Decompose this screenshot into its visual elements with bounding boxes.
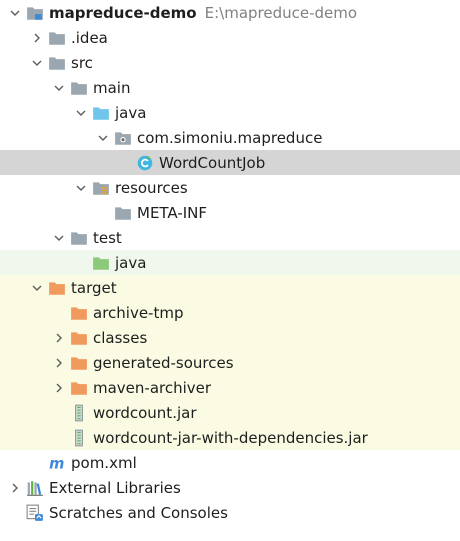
- folder-icon: [48, 54, 66, 72]
- tree-node-root[interactable]: mapreduce-demo E:\mapreduce-demo: [0, 0, 460, 25]
- chevron-down-icon[interactable]: [96, 131, 110, 145]
- tree-node-java-test[interactable]: java: [0, 250, 460, 275]
- tree-node-label: java: [115, 103, 147, 122]
- tree-node-resources[interactable]: resources: [0, 175, 460, 200]
- scratches-icon: [26, 504, 44, 522]
- tree-node-wordcount-jar-deps[interactable]: wordcount-jar-with-dependencies.jar: [0, 425, 460, 450]
- tree-node-label: WordCountJob: [159, 153, 266, 172]
- test-folder-icon: [92, 254, 110, 272]
- tree-node-scratches[interactable]: Scratches and Consoles: [0, 500, 460, 525]
- java-class-icon: [136, 154, 154, 172]
- jar-icon: [70, 404, 88, 422]
- tree-node-label: com.simoniu.mapreduce: [137, 128, 323, 147]
- tree-node-label: Scratches and Consoles: [49, 503, 228, 522]
- excluded-folder-icon: [70, 329, 88, 347]
- tree-node-meta-inf[interactable]: META-INF: [0, 200, 460, 225]
- chevron-down-icon[interactable]: [8, 6, 22, 20]
- excluded-folder-icon: [70, 354, 88, 372]
- tree-node-label: classes: [93, 328, 148, 347]
- tree-node-wordcountjob[interactable]: WordCountJob: [0, 150, 460, 175]
- folder-icon: [48, 29, 66, 47]
- tree-node-maven-archiver[interactable]: maven-archiver: [0, 375, 460, 400]
- source-folder-icon: [92, 104, 110, 122]
- tree-node-label: java: [115, 253, 147, 272]
- tree-node-pom[interactable]: m pom.xml: [0, 450, 460, 475]
- excluded-folder-icon: [48, 279, 66, 297]
- excluded-folder-icon: [70, 379, 88, 397]
- chevron-right-icon[interactable]: [30, 31, 44, 45]
- tree-node-target[interactable]: target: [0, 275, 460, 300]
- chevron-down-icon[interactable]: [74, 181, 88, 195]
- tree-node-label: mapreduce-demo: [49, 3, 197, 22]
- tree-node-test[interactable]: test: [0, 225, 460, 250]
- tree-node-label: resources: [115, 178, 188, 197]
- tree-node-label: maven-archiver: [93, 378, 212, 397]
- tree-node-src[interactable]: src: [0, 50, 460, 75]
- project-path: E:\mapreduce-demo: [204, 3, 358, 22]
- chevron-right-icon[interactable]: [52, 381, 66, 395]
- tree-node-label: main: [93, 78, 131, 97]
- tree-spacer: [74, 256, 88, 270]
- folder-icon: [70, 229, 88, 247]
- tree-spacer: [96, 206, 110, 220]
- tree-node-archive-tmp[interactable]: archive-tmp: [0, 300, 460, 325]
- folder-icon: [114, 204, 132, 222]
- excluded-folder-icon: [70, 304, 88, 322]
- jar-icon: [70, 429, 88, 447]
- tree-node-label: META-INF: [137, 203, 208, 222]
- libraries-icon: [26, 479, 44, 497]
- tree-spacer: [52, 406, 66, 420]
- tree-node-idea[interactable]: .idea: [0, 25, 460, 50]
- tree-node-label: src: [71, 53, 93, 72]
- tree-node-package[interactable]: com.simoniu.mapreduce: [0, 125, 460, 150]
- tree-node-wordcount-jar[interactable]: wordcount.jar: [0, 400, 460, 425]
- tree-node-label: generated-sources: [93, 353, 234, 372]
- svg-text:m: m: [49, 455, 64, 471]
- chevron-right-icon[interactable]: [8, 481, 22, 495]
- chevron-down-icon[interactable]: [52, 81, 66, 95]
- tree-spacer: [52, 431, 66, 445]
- chevron-down-icon[interactable]: [30, 281, 44, 295]
- tree-node-label: wordcount-jar-with-dependencies.jar: [93, 428, 368, 447]
- tree-node-label: .idea: [71, 28, 108, 47]
- chevron-down-icon[interactable]: [52, 231, 66, 245]
- tree-node-label: External Libraries: [49, 478, 181, 497]
- tree-node-label: wordcount.jar: [93, 403, 197, 422]
- module-folder-icon: [26, 4, 44, 22]
- tree-node-main[interactable]: main: [0, 75, 460, 100]
- package-icon: [114, 129, 132, 147]
- chevron-down-icon[interactable]: [30, 56, 44, 70]
- tree-node-java-main[interactable]: java: [0, 100, 460, 125]
- tree-node-label: test: [93, 228, 122, 247]
- chevron-right-icon[interactable]: [52, 356, 66, 370]
- tree-node-label: pom.xml: [71, 453, 137, 472]
- tree-node-label: target: [71, 278, 117, 297]
- tree-node-classes[interactable]: classes: [0, 325, 460, 350]
- chevron-down-icon[interactable]: [74, 106, 88, 120]
- tree-node-external-libraries[interactable]: External Libraries: [0, 475, 460, 500]
- maven-icon: m: [48, 454, 66, 471]
- resources-folder-icon: [92, 179, 110, 197]
- chevron-right-icon[interactable]: [52, 331, 66, 345]
- tree-spacer: [30, 456, 44, 470]
- tree-node-generated-sources[interactable]: generated-sources: [0, 350, 460, 375]
- tree-spacer: [118, 156, 132, 170]
- tree-spacer: [8, 506, 22, 520]
- tree-node-label: archive-tmp: [93, 303, 184, 322]
- folder-icon: [70, 79, 88, 97]
- tree-spacer: [52, 306, 66, 320]
